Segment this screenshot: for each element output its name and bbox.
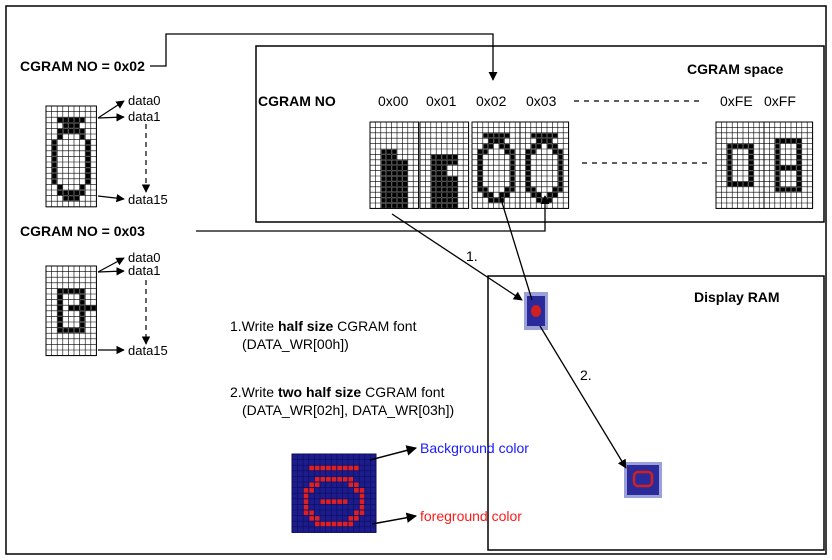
color-sample-grid [291, 453, 377, 533]
cgram-glyph-ff [763, 121, 814, 209]
outer-frame [5, 5, 827, 555]
arrow-cgram-03 [196, 195, 550, 232]
cgram-glyph-03 [519, 121, 570, 209]
cgram-glyph-02 [471, 121, 522, 209]
cgram-glyph-01 [419, 121, 470, 209]
cgram-space-box [255, 45, 825, 223]
arrow-step2-b [539, 325, 627, 469]
arrow-step1 [391, 213, 523, 301]
cgram-glyph-fe [715, 121, 766, 209]
arrow-data15-a [97, 193, 125, 203]
display-ram-box [487, 275, 825, 551]
arrow-cgram-02 [150, 33, 498, 81]
arrow-step2 [499, 195, 533, 301]
display-cell-full [624, 462, 662, 498]
arrow-foreground [371, 512, 418, 525]
cgram-02-pattern [45, 105, 97, 208]
arrow-data0-b [97, 257, 125, 273]
arrow-background [369, 445, 418, 461]
arrow-data1-b [97, 267, 125, 276]
cgram-03-pattern [45, 265, 97, 357]
display-cell-half [524, 292, 548, 330]
cgram-glyph-00 [369, 121, 420, 209]
arrow-data1-a [97, 113, 125, 122]
arrow-data0-a [97, 100, 125, 119]
